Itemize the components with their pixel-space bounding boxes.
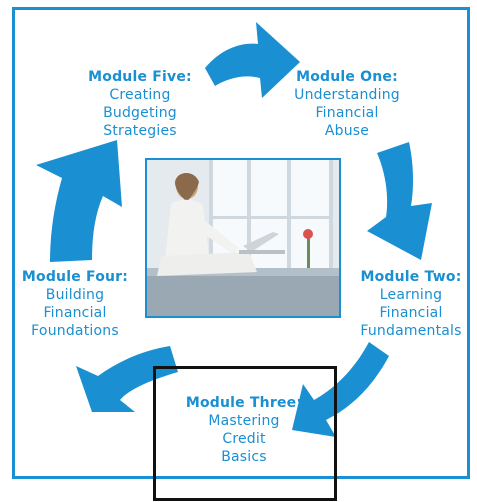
module-two: Module Two: Learning Financial Fundament… xyxy=(352,268,470,340)
center-photo xyxy=(145,158,341,318)
module-one-line-1: Understanding xyxy=(294,87,400,103)
arrow-three-to-four xyxy=(76,346,178,412)
module-five-title: Module Five: xyxy=(88,69,192,85)
module-three-line-2: Credit xyxy=(222,431,266,447)
module-two-line-1: Learning xyxy=(379,287,443,303)
arrow-two-to-three xyxy=(292,342,389,437)
arrow-four-to-five xyxy=(36,140,122,262)
module-four: Module Four: Building Financial Foundati… xyxy=(14,268,136,340)
module-four-line-3: Foundations xyxy=(31,323,119,339)
module-three-highlight-box xyxy=(153,366,337,501)
module-one-line-2: Financial xyxy=(315,105,379,121)
module-three-title: Module Three: xyxy=(185,395,303,411)
module-five-line-1: Creating xyxy=(109,87,171,103)
arrow-five-to-one xyxy=(205,22,300,98)
module-two-line-3: Fundamentals xyxy=(360,323,462,339)
module-one-title: Module One: xyxy=(296,69,398,85)
module-one: Module One: Understanding Financial Abus… xyxy=(282,68,412,140)
module-one-line-3: Abuse xyxy=(324,123,370,139)
diagram-frame xyxy=(12,7,470,479)
module-five: Module Five: Creating Budgeting Strategi… xyxy=(80,68,200,140)
module-three: Module Three: Mastering Credit Basics xyxy=(176,394,312,466)
module-two-line-2: Financial xyxy=(379,305,443,321)
module-five-line-2: Budgeting xyxy=(103,105,177,121)
module-four-title: Module Four: xyxy=(21,269,129,285)
module-five-line-3: Strategies xyxy=(103,123,177,139)
arrow-one-to-two xyxy=(367,142,432,260)
module-two-title: Module Two: xyxy=(360,269,462,285)
module-four-line-1: Building xyxy=(45,287,105,303)
module-three-line-1: Mastering xyxy=(208,413,280,429)
module-four-line-2: Financial xyxy=(43,305,107,321)
woman-with-laptop-photo xyxy=(147,160,339,316)
module-three-line-3: Basics xyxy=(221,449,267,465)
